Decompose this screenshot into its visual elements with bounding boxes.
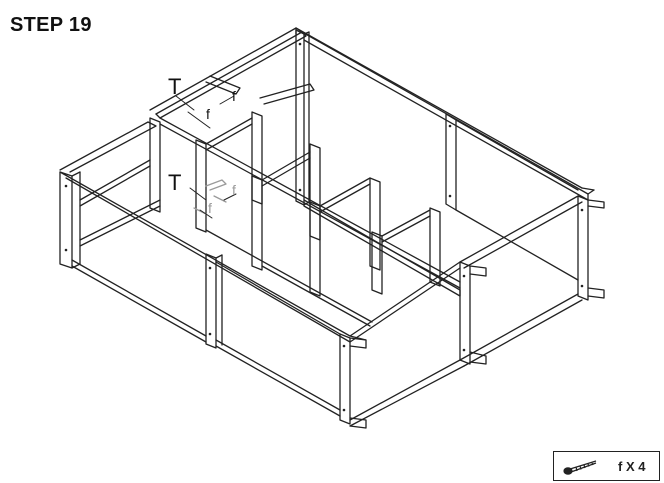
back-corner-post <box>295 29 310 206</box>
fastener-holes <box>64 42 584 412</box>
parts-legend: f X 4 <box>553 451 660 481</box>
front-center-post <box>205 253 223 349</box>
front-left-post <box>59 121 157 269</box>
callout-f-top-2: f <box>232 88 236 104</box>
callout-f-lower-2: f <box>208 200 212 216</box>
back-panel-frame <box>445 113 579 281</box>
left-end-frame <box>79 117 161 247</box>
callout-f-top-1: f <box>206 106 210 122</box>
right-end-frame <box>459 195 605 367</box>
front-right-post <box>459 261 487 365</box>
parts-quantity-label: f X 4 <box>618 459 646 474</box>
front-panel-frame <box>71 259 341 417</box>
rail-stubs <box>205 75 367 341</box>
callout-lines <box>175 95 237 219</box>
screw-icon <box>563 460 597 475</box>
callout-t-top: T <box>168 74 182 99</box>
callout-t-lower: T <box>168 170 182 195</box>
back-right-rail <box>149 27 307 119</box>
back-long-rail-right <box>295 27 595 297</box>
step-title: STEP 19 <box>10 14 92 36</box>
interior-dividers <box>159 111 461 327</box>
front-near-post <box>339 333 367 429</box>
callout-f-lower-1: f <box>232 182 236 198</box>
